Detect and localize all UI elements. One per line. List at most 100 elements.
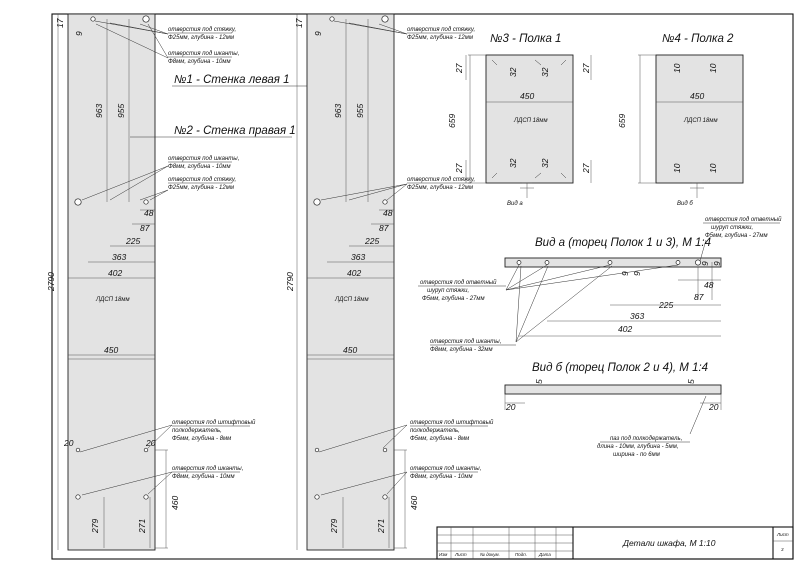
dim-v-20-b1: 20 — [505, 402, 516, 412]
dim-v-9-a4: 9 — [712, 261, 722, 266]
arrow-label-b: Вид б — [677, 201, 693, 207]
title-shelf-2: №4 - Полка 2 — [662, 33, 734, 45]
dim-v-402: 402 — [618, 324, 632, 334]
dim-s-32-1a: 32 — [508, 67, 518, 77]
dim-w-279-2: 279 — [329, 519, 339, 534]
dim-s-10-2a: 10 — [672, 63, 682, 73]
dim-w-87-2: 87 — [379, 223, 389, 233]
dim-s-32-1d: 32 — [540, 158, 550, 168]
material-label-1: ЛДСП 18мм — [95, 297, 130, 303]
dim-v-5-b1: 5 — [534, 379, 544, 384]
dim-w-279-1: 279 — [90, 519, 100, 534]
title-wall-right: №2 - Стенка правая 1 — [174, 125, 296, 137]
dim-w-450-1: 450 — [104, 345, 118, 355]
dim-w-48-2: 48 — [383, 208, 393, 218]
note-dowel-1d: Ф8мм, глубина - 10мм — [168, 164, 231, 170]
note-dowel-1f: Ф8мм, глубина - 10мм — [172, 474, 235, 480]
tb-sheet-number: 3 — [781, 547, 784, 552]
dim-v-9-a2: 9 — [632, 271, 642, 276]
dim-w-9-2: 9 — [313, 31, 323, 36]
note-groove3: ширина - по 6мм — [613, 452, 660, 458]
dim-w-271-2: 271 — [376, 519, 386, 534]
note-pin-1b: полкодержатель, — [172, 428, 222, 434]
dim-w-460-2: 460 — [409, 496, 419, 510]
dim-w-top-2: 17 — [294, 18, 304, 28]
dim-w-48-1: 48 — [144, 208, 154, 218]
dim-w-225-1: 225 — [125, 236, 140, 246]
dim-w-363-1: 363 — [112, 252, 126, 262]
tb-col-doc: № докум. — [480, 552, 500, 557]
dim-w-402-2: 402 — [347, 268, 361, 278]
dim-v-87: 87 — [694, 292, 704, 302]
dim-s-450-1: 450 — [520, 91, 534, 101]
dim-w-20-1a: 20 — [63, 438, 74, 448]
note-tie-2b: Ф25мм, глубина - 12мм — [407, 35, 473, 41]
panel-shelf-1 — [465, 54, 592, 198]
material-label-2: ЛДСП 18мм — [334, 297, 369, 303]
dim-w-271-1: 271 — [137, 519, 147, 534]
tb-col-sign: Подп. — [515, 552, 527, 557]
material-label-3: ЛДСП 18мм — [513, 118, 548, 124]
note-tie-1: отверстия под стяжку, — [168, 27, 236, 33]
tb-col-list: Лист — [454, 552, 467, 557]
note-dowel-1b: Ф8мм, глубина - 10мм — [168, 59, 231, 65]
dim-w-225-2: 225 — [364, 236, 379, 246]
dim-s-32-1c: 32 — [508, 158, 518, 168]
dim-v-5-b2: 5 — [686, 379, 696, 384]
note-groove: паз под полкодержатель, — [610, 436, 682, 442]
dim-s-27-1c: 27 — [454, 163, 464, 174]
dim-v-20-b2: 20 — [708, 402, 719, 412]
view-b-edge — [504, 384, 722, 435]
dim-w-2790-1: 2790 — [46, 272, 56, 292]
note-screw-a2: шуруп стяжки, — [427, 288, 469, 294]
dim-s-27-1a: 27 — [454, 63, 464, 74]
title-shelf-1: №3 - Полка 1 — [490, 33, 561, 45]
note-pin-2: отверстия под штифтовый — [410, 419, 494, 426]
note-screw-a-top3: Ф5мм, глубина - 27мм — [705, 233, 768, 239]
arrow-label-a: Вид а — [507, 201, 523, 207]
note-tie-1b: Ф25мм, глубина - 12мм — [168, 35, 234, 41]
title-wall-left: №1 - Стенка левая 1 — [174, 74, 289, 86]
note-tie-2: отверстия под стяжку, — [407, 27, 475, 33]
dim-w-402-1: 402 — [108, 268, 122, 278]
note-screw-a3: Ф5мм, глубина - 27мм — [422, 296, 485, 302]
note-dowel-1e: отверстия под шканты, — [172, 466, 243, 472]
note-screw-a-top: отверстия под ответный — [705, 216, 782, 223]
note-pin-2b: полкодержатель, — [410, 428, 460, 434]
dim-w-963-2: 963 — [333, 104, 343, 118]
dim-s-659-1: 659 — [447, 114, 457, 128]
panel-wall-right — [296, 13, 408, 551]
panel-wall-left — [57, 13, 173, 551]
note-pin-1: отверстия под штифтовый — [172, 419, 256, 426]
note-tie-2c: отверстия под стяжку, — [407, 177, 475, 183]
dim-s-450-2: 450 — [690, 91, 704, 101]
tb-sheet-label: Лист — [776, 532, 789, 537]
dim-s-27-1d: 27 — [581, 163, 591, 174]
dim-w-450-2: 450 — [343, 345, 357, 355]
dim-v-48: 48 — [704, 280, 714, 290]
dim-w-963-1: 963 — [94, 104, 104, 118]
note-dowel-2f: Ф8мм, глубина - 10мм — [410, 474, 473, 480]
material-label-4: ЛДСП 18мм — [683, 118, 718, 124]
dim-s-27-1b: 27 — [581, 63, 591, 74]
dim-w-955-2: 955 — [355, 104, 365, 118]
drawing-frame — [51, 13, 794, 560]
note-pin-2c: Ф5мм, глубина - 8мм — [410, 436, 469, 442]
tb-col-date: Дата — [538, 552, 551, 557]
dim-s-10-2d: 10 — [708, 163, 718, 173]
note-dowel32-a: отверстия под шканты, — [430, 339, 501, 345]
note-dowel32-a2: Ф8мм, глубина - 32мм — [430, 347, 493, 353]
panel-shelf-2 — [638, 54, 744, 198]
note-tie-2d: Ф25мм, глубина - 12мм — [407, 185, 473, 191]
tb-col-izm: Изм — [439, 552, 447, 557]
dim-v-9-a3: 9 — [700, 261, 710, 266]
title-block — [436, 526, 794, 560]
dim-s-10-2c: 10 — [672, 163, 682, 173]
tb-title: Детали шкафа, М 1:10 — [622, 538, 716, 548]
dim-v-363: 363 — [630, 311, 644, 321]
note-screw-a: отверстия под ответный — [420, 279, 497, 286]
dim-w-2790-2: 2790 — [285, 272, 295, 292]
dim-s-10-2b: 10 — [708, 63, 718, 73]
